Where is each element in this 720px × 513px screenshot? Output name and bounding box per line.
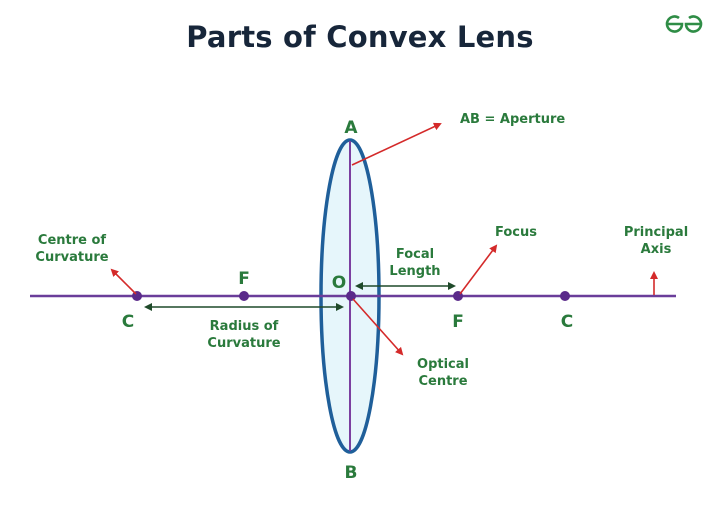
optical-centre-label-2: Centre: [418, 374, 467, 389]
radius-label-1: Radius of: [210, 319, 279, 334]
principal-axis-label-2: Axis: [641, 242, 672, 257]
principal-axis-label-1: Principal: [624, 225, 688, 240]
geeksforgeeks-logo-icon: [665, 15, 703, 33]
label-c-left: C: [122, 312, 134, 332]
focal-length-label-2: Length: [389, 264, 440, 279]
focus-arrow: [459, 244, 498, 295]
label-o: O: [332, 273, 346, 293]
label-f-right: F: [452, 312, 464, 332]
aperture-arrow: [351, 122, 442, 166]
point-f-left: [239, 291, 249, 301]
label-b: B: [345, 463, 358, 483]
radius-label-2: Curvature: [207, 336, 280, 351]
optical-centre-arrow: [352, 298, 404, 356]
page-title: Parts of Convex Lens: [186, 20, 534, 54]
aperture-label: AB = Aperture: [460, 112, 565, 127]
centre-curvature-arrow: [110, 268, 137, 295]
label-c-right: C: [561, 312, 573, 332]
optical-centre-label-1: Optical: [417, 357, 469, 372]
label-f-left: F: [238, 269, 250, 289]
point-o: [346, 291, 356, 301]
focal-length-label-1: Focal: [396, 247, 434, 262]
centre-curvature-label-1: Centre of: [38, 233, 107, 248]
point-c-right: [560, 291, 570, 301]
centre-curvature-label-2: Curvature: [35, 250, 108, 265]
focus-label: Focus: [495, 225, 537, 240]
label-a: A: [344, 118, 358, 138]
